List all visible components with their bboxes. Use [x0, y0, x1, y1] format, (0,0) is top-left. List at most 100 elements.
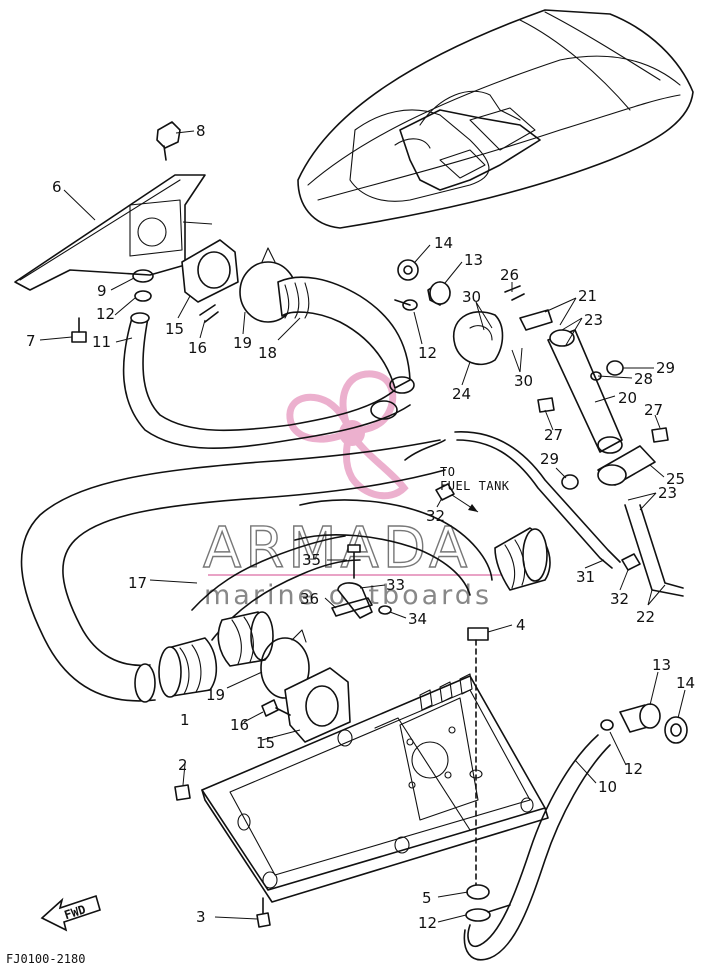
callout-29a: 29	[656, 359, 675, 377]
fwd-label: FWD	[62, 902, 87, 922]
callout-12d: 12	[418, 914, 437, 932]
callout-10: 10	[598, 778, 617, 796]
callout-11: 11	[92, 333, 111, 351]
callout-12c: 12	[624, 760, 643, 778]
bolt-16-top	[199, 304, 219, 323]
callout-30a: 30	[462, 288, 481, 306]
callout-5: 5	[422, 889, 432, 907]
flange-15-top	[181, 239, 239, 303]
callout-8: 8	[196, 122, 206, 140]
fwd-arrow-icon: FWD	[40, 894, 101, 932]
callout-32a: 32	[426, 507, 445, 525]
callout-7: 7	[26, 332, 36, 350]
callout-20: 20	[618, 389, 637, 407]
bolt-2	[174, 784, 191, 801]
rubber-sleeve-right	[494, 527, 551, 591]
callout-6: 6	[52, 178, 62, 196]
callout-13b: 13	[652, 656, 671, 674]
bolts-26	[504, 285, 525, 301]
clip-12-top	[394, 299, 418, 311]
hull-illustration	[297, 9, 694, 229]
watermark: ARMADA marine outboards	[202, 370, 508, 611]
rubber-sleeve-mid	[217, 611, 274, 667]
callout-21: 21	[578, 287, 597, 305]
callout-9: 9	[97, 282, 107, 300]
fuel-note-line1: TO	[440, 465, 455, 479]
clamp-19-bottom	[260, 629, 310, 699]
callout-22: 22	[636, 608, 655, 626]
hose-10	[463, 734, 611, 961]
washer-34	[378, 605, 392, 615]
callout-14b: 14	[676, 674, 695, 692]
bolt-7	[71, 317, 87, 343]
clips-32	[435, 483, 641, 571]
grommet-14-top	[397, 259, 419, 281]
hose-11	[122, 312, 411, 449]
callout-27b: 27	[644, 401, 663, 419]
callout-17: 17	[128, 574, 147, 592]
bracket-33	[337, 582, 373, 619]
bolt-16-bottom	[261, 699, 291, 717]
callout-34: 34	[408, 610, 427, 628]
fuel-arrow-icon	[451, 494, 479, 513]
hose-31	[404, 431, 621, 569]
propeller-logo-icon	[286, 370, 409, 500]
bracket-21	[519, 309, 553, 331]
callout-25: 25	[666, 470, 685, 488]
callout-33: 33	[386, 576, 405, 594]
callout-30b: 30	[514, 372, 533, 390]
bracket-24	[452, 311, 504, 366]
leader-lines	[39, 130, 686, 923]
hose-18	[277, 276, 415, 420]
clip-12-right	[600, 719, 614, 731]
callout-23a: 23	[584, 311, 603, 329]
callout-15b: 15	[256, 734, 275, 752]
callout-1: 1	[180, 711, 190, 729]
fitting-13-bottom	[619, 703, 661, 733]
callout-32b: 32	[610, 590, 629, 608]
bolt-27-right	[651, 427, 669, 443]
drawing-code: FJ0100-2180	[6, 952, 85, 966]
washer-9	[132, 269, 154, 302]
hose-17	[20, 439, 493, 703]
callout-3: 3	[196, 908, 206, 926]
grommet-5	[466, 884, 490, 900]
callout-35: 35	[302, 551, 321, 569]
fuel-note-line2: FUEL TANK	[440, 479, 510, 493]
callout-16a: 16	[188, 339, 207, 357]
pipe-20	[547, 329, 623, 454]
callout-4: 4	[516, 616, 526, 634]
callout-19b: 19	[206, 686, 225, 704]
bolt-3	[256, 897, 271, 928]
grommet-14-bottom	[664, 716, 688, 744]
nut-29-bottom	[561, 474, 579, 490]
flange-15-bottom	[284, 667, 351, 743]
hose-22	[624, 504, 684, 597]
callout-36: 36	[300, 590, 319, 608]
fitting-13-top	[427, 281, 451, 306]
callout-13a: 13	[464, 251, 483, 269]
callout-26: 26	[500, 266, 519, 284]
callout-2: 2	[178, 756, 188, 774]
cover-6	[14, 174, 206, 291]
valve-25	[597, 445, 656, 486]
callout-18: 18	[258, 344, 277, 362]
bolt-27-left	[537, 397, 555, 413]
callout-28: 28	[634, 370, 653, 388]
callout-14a: 14	[434, 234, 453, 252]
callout-16b: 16	[230, 716, 249, 734]
callout-31: 31	[576, 568, 595, 586]
callout-15a: 15	[165, 320, 184, 338]
callout-24: 24	[452, 385, 471, 403]
bolt-35	[347, 544, 361, 579]
callout-12a: 12	[96, 305, 115, 323]
exhaust-chamber	[201, 673, 549, 903]
rubber-sleeve-left	[158, 637, 218, 698]
clip-12-bottom	[465, 904, 511, 922]
grommet-4	[467, 627, 489, 901]
callout-12b: 12	[418, 344, 437, 362]
callout-23b: 23	[658, 484, 677, 502]
callout-19a: 19	[233, 334, 252, 352]
callout-29b: 29	[540, 450, 559, 468]
